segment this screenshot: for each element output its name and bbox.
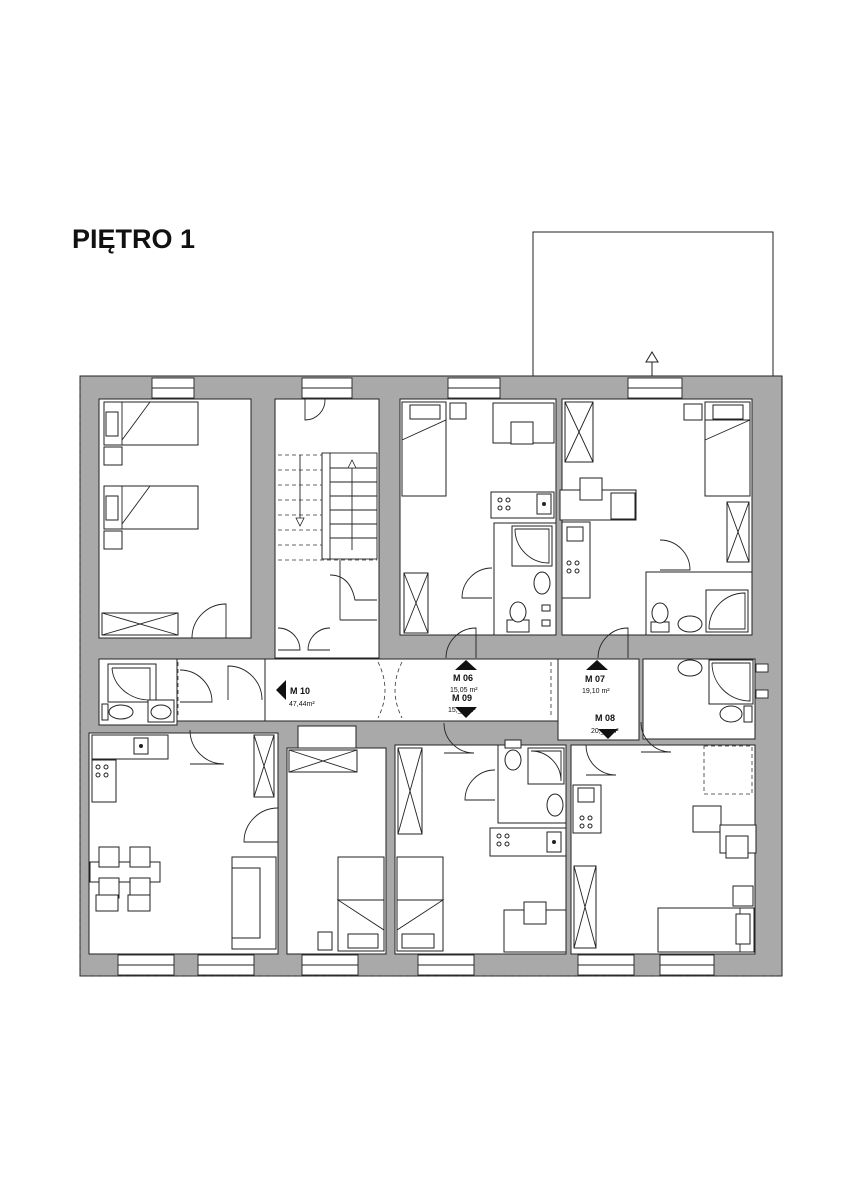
corridor-openings (177, 661, 552, 719)
unit-id: M 08 (595, 713, 615, 723)
furniture-m06 (401, 401, 555, 634)
floor-title: PIĘTRO 1 (72, 224, 195, 254)
unit-area: 15,05 m² (450, 687, 478, 694)
unit-id: M 06 (453, 673, 473, 683)
entry-marker-m06-triangle-arrow-icon (455, 660, 477, 670)
staircase (278, 452, 378, 621)
windows-top (151, 377, 683, 399)
furniture-m09 (396, 747, 567, 953)
entry-marker-m07-triangle-arrow-icon (586, 660, 608, 670)
unit-id: M 10 (290, 686, 310, 696)
room-hall-m10 (176, 658, 266, 722)
furniture-m09-bathroom (504, 739, 565, 817)
room-staircase (274, 398, 380, 659)
unit-m06: M 06 15,05 m² (450, 660, 478, 694)
unit-m07: M 07 19,10 m² (582, 660, 610, 695)
unit-area: 19,10 m² (582, 688, 610, 695)
doors (179, 398, 691, 843)
entry-marker-m10-triangle-arrow-icon (276, 680, 286, 700)
furniture-m07-bathroom (650, 589, 749, 633)
room-entry-m08 (557, 658, 640, 741)
unit-m08: M 08 20,__ m² (591, 713, 619, 739)
unit-area: 47,44m² (289, 701, 315, 708)
unit-m09: M 09 15,__ m² (448, 693, 477, 718)
furniture-m10-bedroom (101, 401, 199, 636)
windows-bottom (117, 954, 715, 976)
unit-id: M 07 (585, 674, 605, 684)
furniture-m10-bathroom (101, 663, 175, 723)
furniture-m10-living (89, 734, 277, 950)
furniture-corner-bathroom (677, 659, 754, 723)
furniture-m08 (572, 745, 757, 953)
unit-m10: M 10 47,44m² (276, 680, 315, 708)
furniture-m09a (288, 725, 385, 952)
entry-marker-m08-triangle-arrow-icon (598, 729, 618, 739)
unit-id: M 09 (452, 693, 472, 703)
furniture-m07 (559, 401, 751, 599)
window-right (755, 663, 769, 699)
furniture-m06-bathroom (506, 525, 553, 633)
terrace (532, 231, 774, 377)
entry-marker-m09-triangle-arrow-icon (455, 707, 477, 718)
